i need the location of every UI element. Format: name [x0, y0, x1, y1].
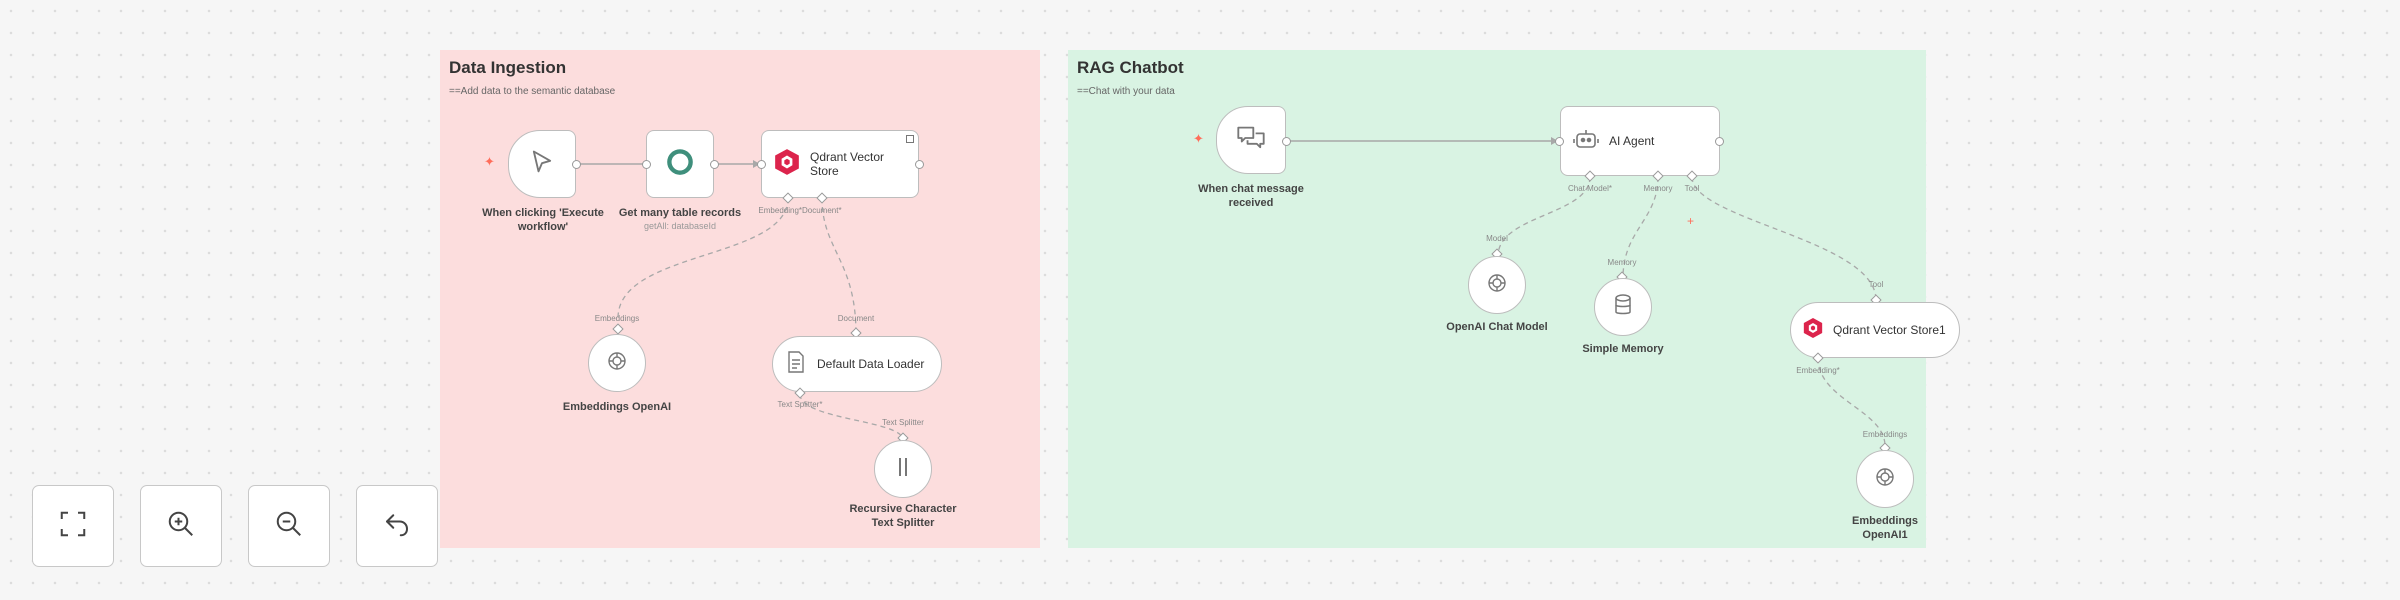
node-label: When chat message received — [1198, 183, 1304, 209]
node-label: Default Data Loader — [817, 357, 925, 371]
node-embeddings-openai[interactable] — [588, 334, 646, 392]
node-qdrant-vector-store1[interactable]: Qdrant Vector Store1 — [1790, 302, 1960, 358]
port-label: Document — [837, 314, 875, 323]
openai-icon — [605, 349, 629, 378]
port-label: Tool — [1868, 280, 1884, 289]
sticky-title: RAG Chatbot — [1077, 58, 1184, 77]
lightning-icon: ✦ — [1193, 131, 1204, 146]
port-label: Model — [1486, 234, 1508, 243]
port-label: Text Splitter* — [777, 400, 823, 409]
output-port[interactable] — [1715, 137, 1724, 146]
node-embeddings-openai1[interactable] — [1856, 450, 1914, 508]
input-port[interactable] — [642, 160, 651, 169]
output-port[interactable] — [915, 160, 924, 169]
node-qdrant-vector-store[interactable]: Qdrant Vector Store — [761, 130, 919, 198]
sticky-subtitle: ==Add data to the semantic database — [449, 86, 616, 97]
node-label: OpenAI Chat Model — [1446, 321, 1548, 333]
sticky-subtitle: ==Chat with your data — [1077, 86, 1175, 97]
node-openai-chat-model[interactable] — [1468, 256, 1526, 314]
nocodb-icon — [665, 147, 695, 182]
node-label: When clicking 'Execute workflow' — [482, 207, 604, 233]
port-label: Chat Model* — [1567, 184, 1613, 193]
connection-chat-model — [1497, 176, 1591, 257]
node-manual-trigger[interactable] — [508, 130, 576, 198]
node-chat-trigger[interactable] — [1216, 106, 1286, 174]
lightning-icon: ✦ — [484, 154, 495, 169]
chat-bubbles-icon — [1236, 124, 1266, 157]
input-port[interactable] — [1555, 137, 1564, 146]
cursor-icon — [528, 148, 556, 181]
arrowhead — [1551, 137, 1558, 145]
output-port[interactable] — [1282, 137, 1291, 146]
port-label: Memory — [1643, 184, 1673, 193]
reset-zoom-button[interactable] — [356, 485, 438, 567]
connection-text-splitter — [799, 393, 904, 441]
openai-icon — [1485, 271, 1509, 300]
port-label: Tool — [1684, 184, 1700, 193]
node-label: Qdrant Vector Store — [810, 150, 885, 178]
zoom-to-fit-button[interactable] — [32, 485, 114, 567]
node-label: Embeddings OpenAI — [562, 401, 672, 413]
splitter-icon — [894, 456, 912, 483]
connection-document — [821, 197, 857, 335]
node-ai-agent[interactable]: AI Agent — [1560, 106, 1720, 176]
port-label: Embedding*Document* — [758, 206, 842, 215]
input-port[interactable] — [757, 160, 766, 169]
connection-tool — [1691, 176, 1877, 301]
robot-icon — [1573, 127, 1599, 156]
connection-memory — [1622, 176, 1659, 279]
node-default-data-loader[interactable]: Default Data Loader — [772, 336, 942, 392]
node-simple-memory[interactable] — [1594, 278, 1652, 336]
connection-embedding1 — [1817, 357, 1886, 447]
node-label: AI Agent — [1609, 134, 1655, 148]
zoom-out-icon — [274, 509, 304, 544]
node-label: Get many table records — [618, 207, 742, 219]
qdrant-icon — [1803, 317, 1823, 344]
node-checkbox-icon[interactable] — [906, 135, 914, 143]
zoom-to-fit-icon — [58, 509, 88, 544]
node-recursive-character-text-splitter[interactable] — [874, 440, 932, 498]
qdrant-icon — [774, 148, 800, 181]
port-label: Text Splitter — [882, 418, 924, 427]
arrowhead — [753, 160, 760, 168]
output-port[interactable] — [710, 160, 719, 169]
node-label: Embeddings OpenAI1 — [1851, 515, 1919, 541]
node-subtitle: getAll: databaseId — [643, 221, 717, 231]
output-port[interactable] — [572, 160, 581, 169]
port-label: Embedding* — [1796, 366, 1840, 375]
openai-icon — [1873, 465, 1897, 494]
port-label: Embeddings — [594, 314, 640, 323]
zoom-out-button[interactable] — [248, 485, 330, 567]
undo-icon — [382, 509, 412, 544]
port-label: Embeddings — [1862, 430, 1908, 439]
zoom-in-icon — [166, 509, 196, 544]
zoom-in-button[interactable] — [140, 485, 222, 567]
database-icon — [1613, 293, 1633, 322]
sticky-title: Data Ingestion — [449, 58, 567, 77]
node-get-many-table-records[interactable] — [646, 130, 714, 198]
connection-embedding — [617, 197, 789, 319]
add-tool-icon[interactable]: + — [1687, 214, 1695, 228]
node-label: Recursive Character Text Splitter — [849, 503, 957, 529]
node-label: Simple Memory — [1582, 343, 1664, 355]
document-icon — [785, 350, 807, 379]
node-label: Qdrant Vector Store1 — [1833, 323, 1946, 337]
port-label: Memory — [1607, 258, 1637, 267]
